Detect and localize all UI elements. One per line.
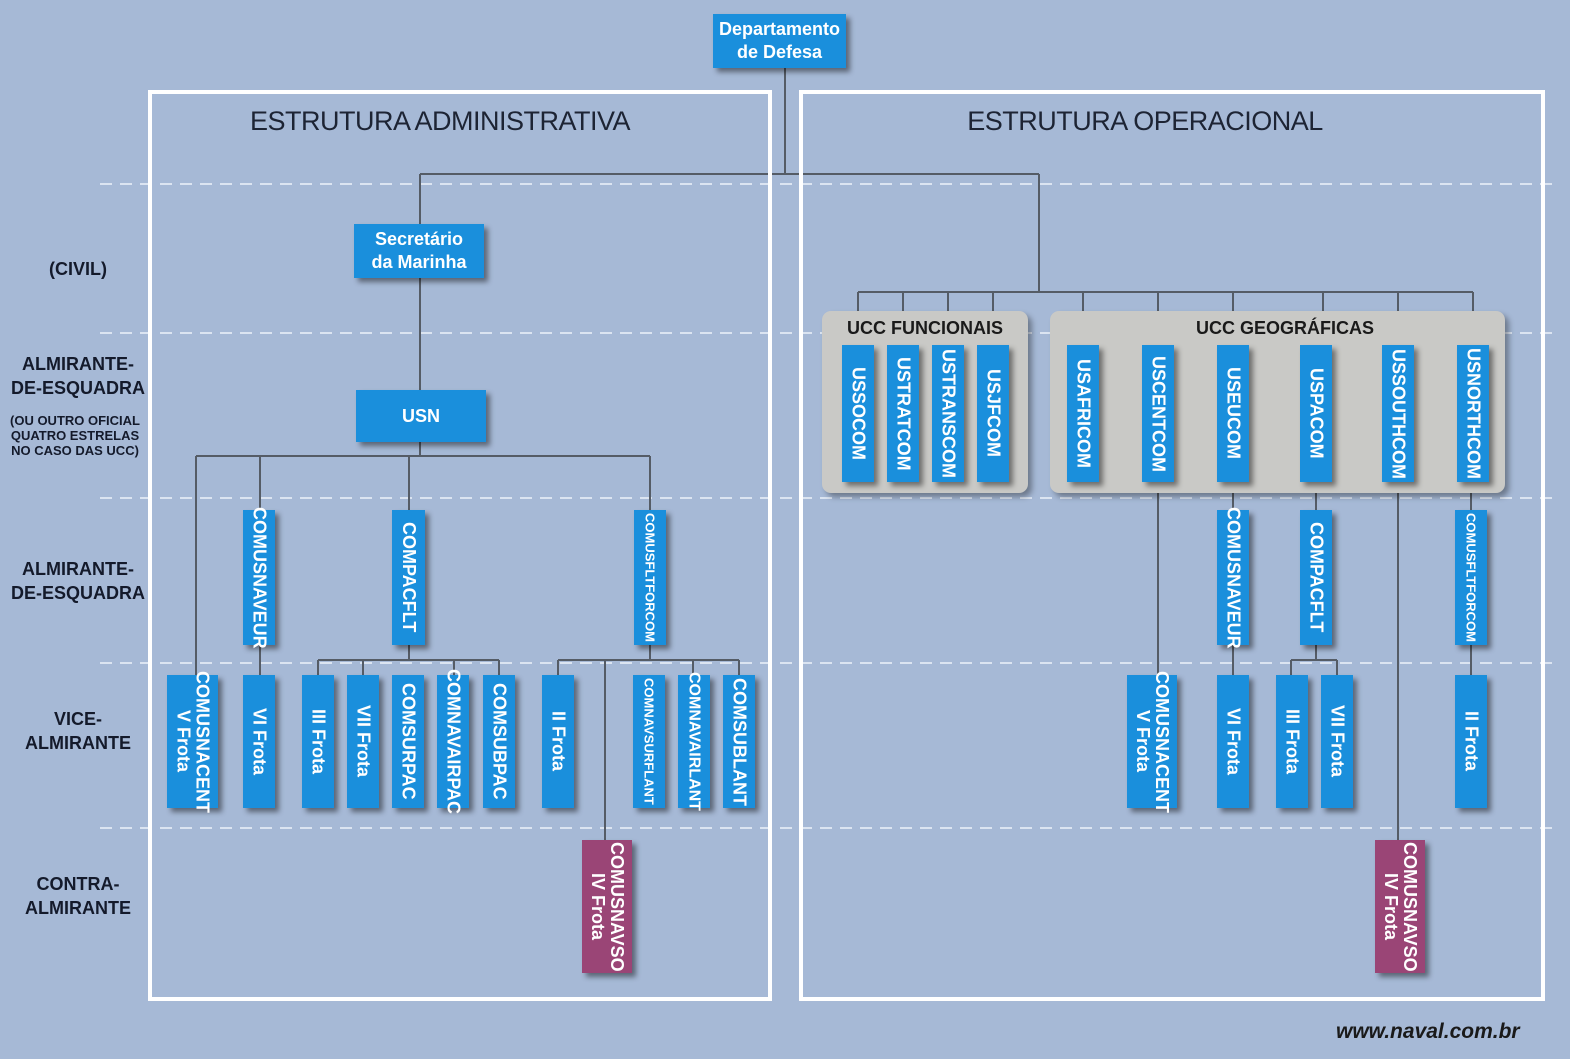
site-credit: www.naval.com.br [1336, 1020, 1520, 1043]
ussocom-label: USSOCOM [848, 366, 869, 460]
ucc-geograficas-title: UCC GEOGRÁFICAS [1195, 318, 1374, 338]
comusnaveur-op-box[interactable]: COMUSNAVEUR [1217, 507, 1249, 648]
ii-frota-admin-label: II Frota [548, 711, 569, 772]
usjfcom-box[interactable]: USJFCOM [977, 345, 1009, 482]
comusfltforcom-op-label: COMUSFLTFORCOM [1463, 512, 1479, 643]
administrative-title: ESTRUTURA ADMINISTRATIVA [249, 106, 631, 136]
comsurpac-label: COMSURPAC [398, 683, 419, 800]
comusfltforcom-op-box[interactable]: COMUSFLTFORCOM [1455, 510, 1487, 645]
ussouthcom-label: USSOUTHCOM [1388, 348, 1409, 479]
comusnacent-op-label: COMUSNACENT V Frota [1133, 670, 1172, 813]
rank-almirante-de-esquadra-1: ALMIRANTE- DE-ESQUADRA [10, 354, 145, 398]
rank-note-quatro-estrelas: (OU OUTRO OFICIAL QUATRO ESTRELAS NO CAS… [10, 413, 140, 458]
ucc-geograficas-panel [1050, 311, 1505, 493]
vi-frota-op-box[interactable]: VI Frota [1217, 675, 1249, 808]
usafricom-box[interactable]: USAFRICOM [1067, 345, 1099, 482]
secretario-da-marinha-box[interactable]: Secretário da Marinha [354, 224, 484, 278]
comusnacent-op-box[interactable]: COMUSNACENT V Frota [1127, 671, 1177, 813]
useucom-label: USEUCOM [1223, 367, 1244, 460]
comusnaveur-admin-box[interactable]: COMUSNAVEUR [243, 507, 275, 648]
ustranscom-label: USTRANSCOM [938, 349, 959, 478]
vii-frota-op-label: VII Frota [1327, 705, 1348, 778]
administrative-frame [148, 90, 772, 1001]
vi-frota-admin-label: VI Frota [249, 707, 270, 775]
ussouthcom-box[interactable]: USSOUTHCOM [1382, 345, 1414, 482]
vii-frota-admin-label: VII Frota [353, 705, 374, 778]
uspacom-label: USPACOM [1306, 368, 1327, 459]
usafricom-label: USAFRICOM [1073, 359, 1094, 468]
comnavsurflant-box[interactable]: COMNAVSURFLANT [633, 675, 665, 808]
comusnavso-op-label: COMUSNAVSO IV Frota [1381, 841, 1420, 972]
comsublant-box[interactable]: COMSUBLANT [723, 675, 755, 808]
usnorthcom-box[interactable]: USNORTHCOM [1457, 345, 1489, 482]
ustratcom-label: USTRATCOM [893, 356, 914, 471]
comusnaveur-admin-label: COMUSNAVEUR [249, 506, 270, 649]
ii-frota-op-label: II Frota [1461, 711, 1482, 772]
useucom-box[interactable]: USEUCOM [1217, 345, 1249, 482]
comusnavso-admin-label: COMUSNAVSO IV Frota [588, 841, 627, 972]
compacflt-admin-label: COMPACFLT [399, 522, 419, 633]
usn-box[interactable]: USN [356, 390, 486, 442]
vii-frota-admin-box[interactable]: VII Frota [347, 675, 379, 808]
operational-frame [799, 90, 1545, 1001]
ii-frota-op-box[interactable]: II Frota [1455, 675, 1487, 808]
compacflt-op-label: COMPACFLT [1306, 522, 1327, 633]
iii-frota-admin-label: III Frota [308, 708, 329, 774]
comnavsurflant-label: COMNAVSURFLANT [641, 678, 657, 805]
iii-frota-op-label: III Frota [1282, 708, 1303, 774]
compacflt-admin-box[interactable]: COMPACFLT [392, 510, 425, 645]
ussocom-box[interactable]: USSOCOM [842, 345, 874, 482]
uscentcom-label: USCENTCOM [1148, 355, 1169, 472]
comsubpac-label: COMSUBPAC [489, 683, 510, 800]
comnavairlant-label: COMNAVAIRLANT [685, 672, 703, 811]
ustratcom-box[interactable]: USTRATCOM [887, 345, 919, 482]
uscentcom-box[interactable]: USCENTCOM [1142, 345, 1174, 482]
comsurpac-box[interactable]: COMSURPAC [392, 675, 424, 808]
operational-title: ESTRUTURA OPERACIONAL [967, 106, 1323, 136]
comusnavso-op-box[interactable]: COMUSNAVSO IV Frota [1375, 840, 1425, 973]
vi-frota-op-label: VI Frota [1223, 707, 1244, 775]
ii-frota-admin-box[interactable]: II Frota [542, 675, 574, 808]
comsublant-label: COMSUBLANT [729, 677, 750, 806]
vi-frota-admin-box[interactable]: VI Frota [243, 675, 275, 808]
rank-almirante-de-esquadra-2: ALMIRANTE- DE-ESQUADRA [10, 559, 145, 603]
comnavairpac-label: COMNAVAIRPAC [443, 669, 464, 814]
ucc-funcionais-title: UCC FUNCIONAIS [847, 318, 1003, 338]
rank-vice-almirante: VICE- ALMIRANTE [25, 709, 131, 753]
comnavairpac-box[interactable]: COMNAVAIRPAC [437, 669, 469, 814]
comusnavso-admin-box[interactable]: COMUSNAVSO IV Frota [582, 840, 632, 973]
iii-frota-admin-box[interactable]: III Frota [302, 675, 334, 808]
rank-contra-almirante: CONTRA- ALMIRANTE [25, 874, 131, 918]
compacflt-op-box[interactable]: COMPACFLT [1300, 510, 1332, 645]
comsubpac-box[interactable]: COMSUBPAC [483, 675, 515, 808]
vii-frota-op-box[interactable]: VII Frota [1321, 675, 1353, 808]
ustranscom-box[interactable]: USTRANSCOM [932, 345, 964, 482]
usnorthcom-label: USNORTHCOM [1463, 348, 1484, 479]
comnavairlant-box[interactable]: COMNAVAIRLANT [678, 672, 710, 811]
comusnaveur-op-label: COMUSNAVEUR [1223, 506, 1244, 649]
comusfltforcom-admin-box[interactable]: COMUSFLTFORCOM [634, 510, 666, 645]
rank-civil: (CIVIL) [49, 259, 107, 279]
comusnacent-admin-box[interactable]: COMUSNACENT V Frota [167, 671, 218, 813]
uspacom-box[interactable]: USPACOM [1300, 345, 1332, 482]
iii-frota-op-box[interactable]: III Frota [1276, 675, 1308, 808]
usjfcom-label: USJFCOM [983, 369, 1004, 458]
comusnacent-admin-label: COMUSNACENT V Frota [173, 670, 213, 813]
comusfltforcom-admin-label: COMUSFLTFORCOM [642, 512, 658, 643]
departamento-de-defesa-box[interactable]: Departamento de Defesa [713, 14, 846, 68]
